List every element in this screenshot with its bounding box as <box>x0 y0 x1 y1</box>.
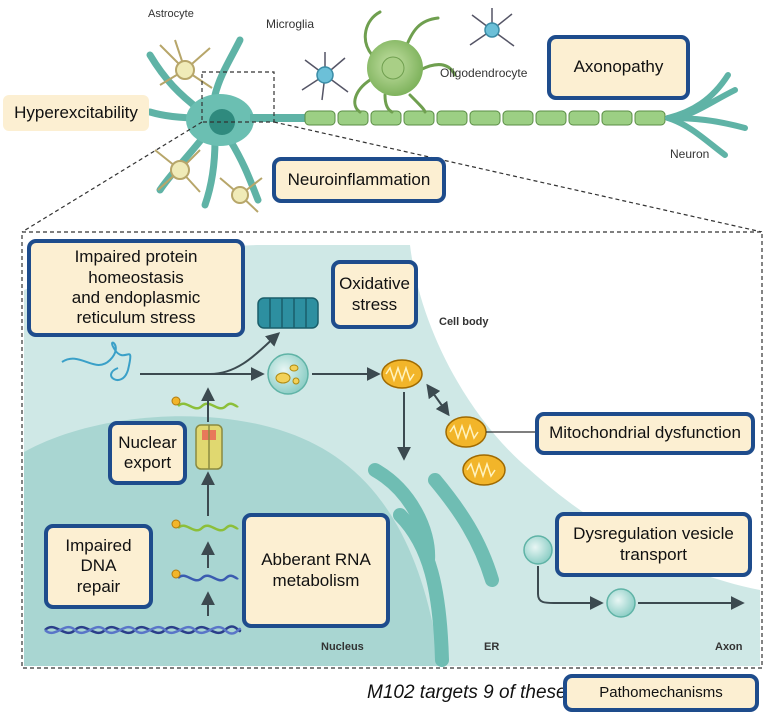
endoplasmic-reticulum <box>368 463 499 667</box>
er-label: ER <box>484 641 499 653</box>
microglia-cell <box>301 52 349 101</box>
rna-cap <box>171 396 181 406</box>
neuroinflammation-box: Neuroinflammation <box>272 157 446 203</box>
rna-cap <box>171 569 181 579</box>
mitochondrion-icon <box>445 416 487 448</box>
axon-label: Axon <box>715 641 743 653</box>
oligodendrocyte-cell <box>353 10 457 114</box>
microglia-cell <box>469 8 515 47</box>
hyperexcitability-label: Hyperexcitability <box>3 95 149 131</box>
pathomechanisms-legend-box: Pathomechanisms <box>563 674 759 712</box>
mitochondrial-dysfunction-box: Mitochondrial dysfunction <box>535 412 755 455</box>
axon-terminal <box>665 72 748 158</box>
protein-homeostasis-box: Impaired protein homeostasis and endopla… <box>27 239 245 337</box>
nucleus-label: Nucleus <box>321 641 364 653</box>
astrocyte-cell <box>154 149 201 193</box>
nuclear-export-box: Nuclear export <box>108 421 187 485</box>
mitochondrion-icon <box>381 359 423 389</box>
unfolded-protein-icon <box>61 341 132 381</box>
transport-vesicle <box>606 588 636 618</box>
rna-metabolism-box: Abberant RNA metabolism <box>242 513 390 628</box>
oxidative-stress-box: Oxidative stress <box>331 260 418 329</box>
cell-body-label: Cell body <box>439 316 489 328</box>
microglia-label: Microglia <box>266 17 314 31</box>
vesicle-transport-box: Dysregulation vesicle transport <box>555 512 752 577</box>
autophagosome-icon <box>267 353 309 395</box>
myelin-sheath <box>304 110 666 126</box>
dna-repair-box: Impaired DNA repair <box>44 524 153 609</box>
pathway-arrows <box>140 332 745 616</box>
mitochondrion-icon <box>462 454 506 486</box>
neuron-nucleus <box>209 109 235 135</box>
rna-cap <box>171 519 181 529</box>
rna-strand <box>177 574 239 582</box>
astrocyte-cell <box>159 39 213 89</box>
rna-strand <box>177 402 239 410</box>
neuron-illustration: Astrocyte Microglia Oligodendrocyte Neur… <box>21 8 763 233</box>
astrocyte-label: Astrocyte <box>148 8 194 20</box>
footer-caption: M102 targets 9 of these <box>367 682 567 703</box>
axonopathy-box: Axonopathy <box>547 35 690 100</box>
oligodendrocyte-label: Oligodendrocyte <box>440 66 528 80</box>
neuron-label: Neuron <box>670 147 709 161</box>
nuclear-pore-icon <box>195 424 223 470</box>
astrocyte-cell <box>219 177 263 213</box>
proteasome-icon <box>257 297 319 329</box>
rna-strand <box>177 524 239 532</box>
transport-vesicle <box>523 535 553 565</box>
dna-helix <box>44 625 242 635</box>
zoom-region-marker <box>201 71 275 123</box>
